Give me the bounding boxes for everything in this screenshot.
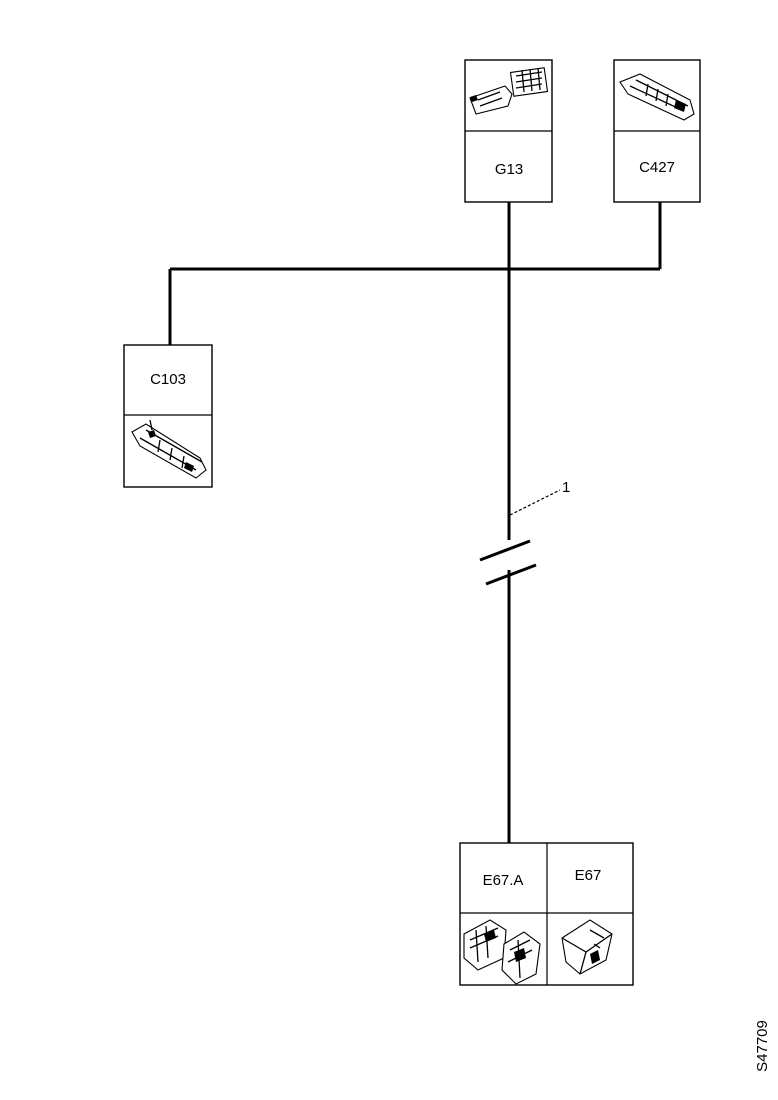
e67-label: E67 (575, 867, 602, 884)
connector-e67-group: E67.A E67 (459, 842, 634, 986)
wiring (168, 202, 662, 843)
c103-label: C103 (150, 371, 186, 388)
c427-label: C427 (639, 159, 675, 176)
wire-break-symbol (479, 539, 537, 586)
e67a-label: E67.A (483, 872, 524, 889)
callout-number: 1 (562, 479, 570, 496)
connector-c103: C103 (123, 344, 213, 488)
e67a-connector-icon (463, 919, 541, 985)
e67-connector-icon (561, 919, 613, 975)
callout-1: 1 (509, 479, 570, 516)
c427-connector-icon (619, 73, 695, 121)
connector-c427: C427 (613, 59, 701, 203)
connector-g13: G13 (464, 59, 553, 203)
break-slash-bottom (485, 563, 537, 586)
figure-code: S47709 (754, 1020, 771, 1072)
callout-leader (509, 489, 561, 516)
c103-connector-icon (131, 419, 207, 479)
g13-connector-icon (469, 67, 549, 115)
g13-label: G13 (495, 161, 523, 178)
break-slash-top (479, 539, 531, 562)
